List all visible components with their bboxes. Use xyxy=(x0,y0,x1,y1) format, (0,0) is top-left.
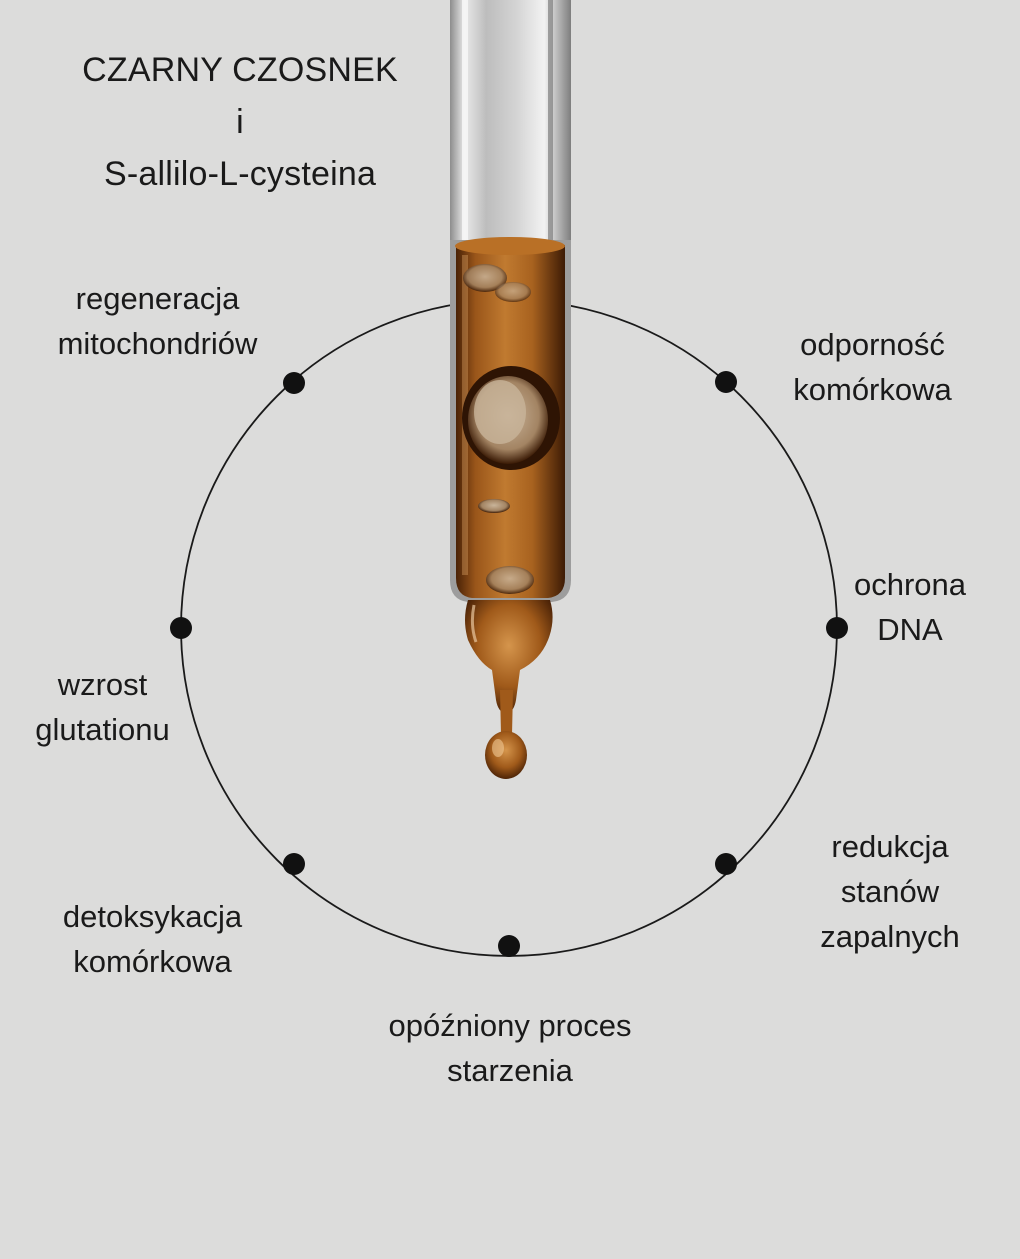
label-wzrost: wzrost glutationu xyxy=(10,662,195,752)
label-odpornosc: odporność komórkowa xyxy=(760,322,985,412)
title-line-1: CZARNY CZOSNEK xyxy=(82,51,398,89)
label-line: komórkowa xyxy=(793,372,952,407)
label-line: opóźniony proces xyxy=(388,1008,632,1043)
dot-detoksykacja xyxy=(283,853,305,875)
pipette-illustration xyxy=(450,0,571,779)
dot-starzenie xyxy=(498,935,520,957)
label-line: zapalnych xyxy=(820,919,960,954)
diagram-title: CZARNY CZOSNEK i S-allilo-L-cysteina xyxy=(40,44,440,200)
label-ochrona: ochrona DNA xyxy=(830,562,990,652)
label-line: stanów xyxy=(840,874,940,909)
dot-redukcja xyxy=(715,853,737,875)
label-line: komórkowa xyxy=(73,944,232,979)
label-line: redukcja xyxy=(831,829,949,864)
label-line: odporność xyxy=(800,327,945,362)
title-line-3: S-allilo-L-cysteina xyxy=(103,155,377,193)
label-line: detoksykacja xyxy=(62,899,243,934)
title-line-2: i xyxy=(236,103,244,141)
label-line: ochrona xyxy=(853,567,967,602)
label-starzenie: opóźniony proces starzenia xyxy=(330,1003,690,1093)
dot-ochrona xyxy=(826,617,848,639)
label-line: regeneracja xyxy=(75,281,240,316)
label-redukcja: redukcja stanów zapalnych xyxy=(790,824,990,959)
label-line: glutationu xyxy=(35,712,170,747)
label-line: mitochondriów xyxy=(57,326,258,361)
dot-wzrost xyxy=(170,617,192,639)
label-detoksykacja: detoksykacja komórkowa xyxy=(30,894,275,984)
dot-regeneracja xyxy=(283,372,305,394)
dot-odpornosc xyxy=(715,371,737,393)
label-regeneracja: regeneracja mitochondriów xyxy=(20,276,295,366)
label-line: starzenia xyxy=(447,1053,573,1088)
label-line: DNA xyxy=(877,612,943,647)
label-line: wzrost xyxy=(57,667,148,702)
